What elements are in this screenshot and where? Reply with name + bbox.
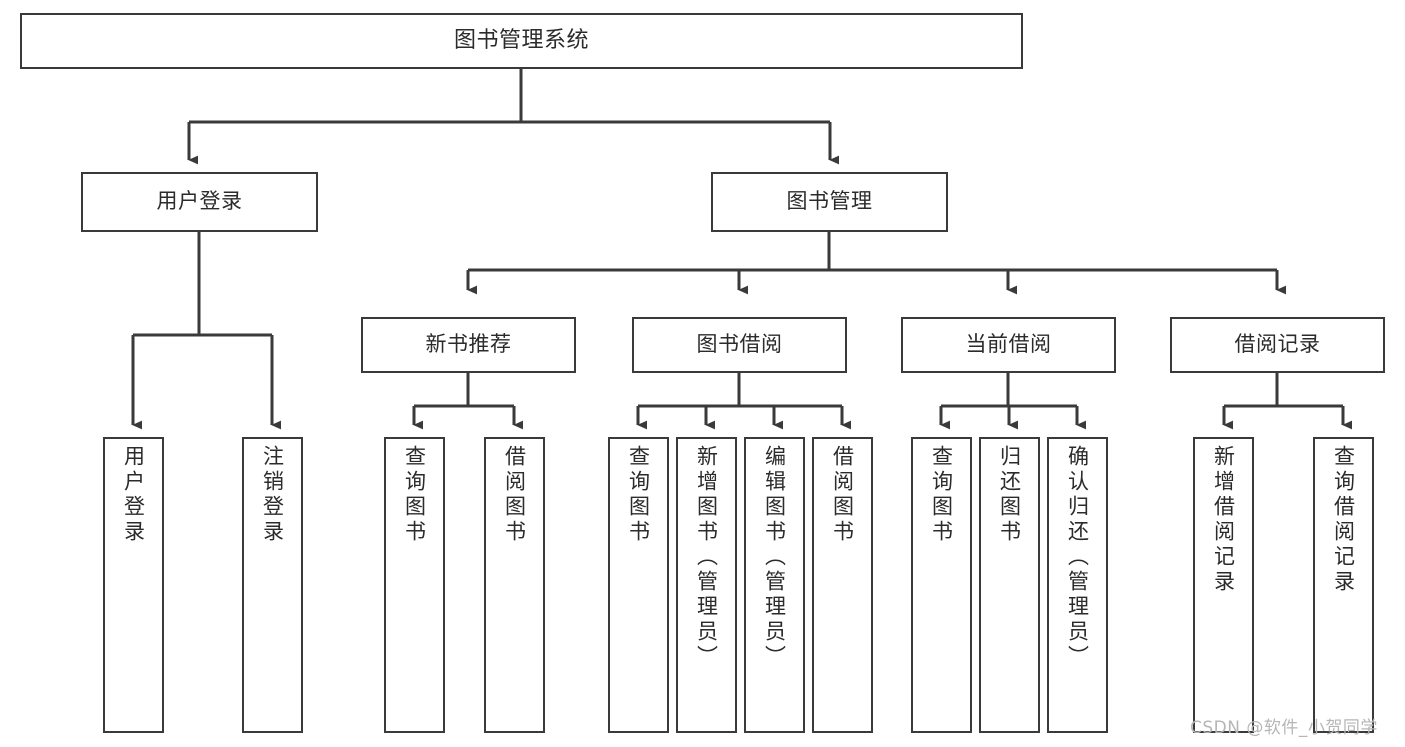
node-label-leaf-borrow-book-1: 借阅图书 bbox=[502, 445, 527, 545]
node-borrow-record[interactable]: 借阅记录 bbox=[1170, 317, 1385, 373]
node-book-management[interactable]: 图书管理 bbox=[711, 172, 948, 232]
node-leaf-borrow-book-2[interactable]: 借阅图书 bbox=[812, 437, 873, 733]
node-leaf-query-record[interactable]: 查询借阅记录 bbox=[1313, 437, 1374, 733]
node-label-leaf-add-record: 新增借阅记录 bbox=[1211, 445, 1236, 595]
node-leaf-confirm-return[interactable]: 确认归还（管理员） bbox=[1047, 437, 1108, 733]
node-root-system[interactable]: 图书管理系统 bbox=[20, 13, 1023, 69]
node-user-login[interactable]: 用户登录 bbox=[81, 172, 318, 232]
node-label-leaf-return-book: 归还图书 bbox=[997, 445, 1022, 545]
node-new-book-recommend[interactable]: 新书推荐 bbox=[361, 317, 576, 373]
node-label-leaf-query-book-1: 查询图书 bbox=[402, 445, 427, 545]
node-label-borrow-record: 借阅记录 bbox=[1234, 332, 1321, 357]
node-leaf-query-book-3[interactable]: 查询图书 bbox=[911, 437, 972, 733]
node-label-book-management: 图书管理 bbox=[786, 189, 873, 214]
node-label-book-borrow: 图书借阅 bbox=[696, 332, 783, 357]
node-label-leaf-user-login: 用户登录 bbox=[121, 445, 146, 545]
node-label-new-book-recommend: 新书推荐 bbox=[425, 332, 512, 357]
node-leaf-query-book-1[interactable]: 查询图书 bbox=[384, 437, 445, 733]
node-label-leaf-add-book: 新增图书（管理员） bbox=[694, 445, 719, 670]
node-leaf-edit-book[interactable]: 编辑图书（管理员） bbox=[744, 437, 805, 733]
node-label-leaf-query-book-2: 查询图书 bbox=[626, 445, 651, 545]
node-leaf-add-book[interactable]: 新增图书（管理员） bbox=[676, 437, 737, 733]
node-label-leaf-query-record: 查询借阅记录 bbox=[1331, 445, 1356, 595]
node-leaf-add-record[interactable]: 新增借阅记录 bbox=[1193, 437, 1254, 733]
node-label-current-borrow: 当前借阅 bbox=[965, 332, 1052, 357]
node-leaf-return-book[interactable]: 归还图书 bbox=[979, 437, 1040, 733]
node-leaf-query-book-2[interactable]: 查询图书 bbox=[608, 437, 669, 733]
node-leaf-borrow-book-1[interactable]: 借阅图书 bbox=[484, 437, 545, 733]
node-label-root: 图书管理系统 bbox=[453, 27, 589, 53]
node-leaf-logout[interactable]: 注销登录 bbox=[242, 437, 303, 733]
node-book-borrow[interactable]: 图书借阅 bbox=[632, 317, 847, 373]
node-label-leaf-query-book-3: 查询图书 bbox=[929, 445, 954, 545]
node-label-leaf-edit-book: 编辑图书（管理员） bbox=[762, 445, 787, 670]
node-label-leaf-confirm-return: 确认归还（管理员） bbox=[1065, 445, 1090, 670]
node-leaf-user-login[interactable]: 用户登录 bbox=[103, 437, 164, 733]
node-label-leaf-borrow-book-2: 借阅图书 bbox=[830, 445, 855, 545]
node-label-leaf-logout: 注销登录 bbox=[260, 445, 285, 545]
node-current-borrow[interactable]: 当前借阅 bbox=[901, 317, 1116, 373]
node-label-user-login: 用户登录 bbox=[156, 189, 243, 214]
